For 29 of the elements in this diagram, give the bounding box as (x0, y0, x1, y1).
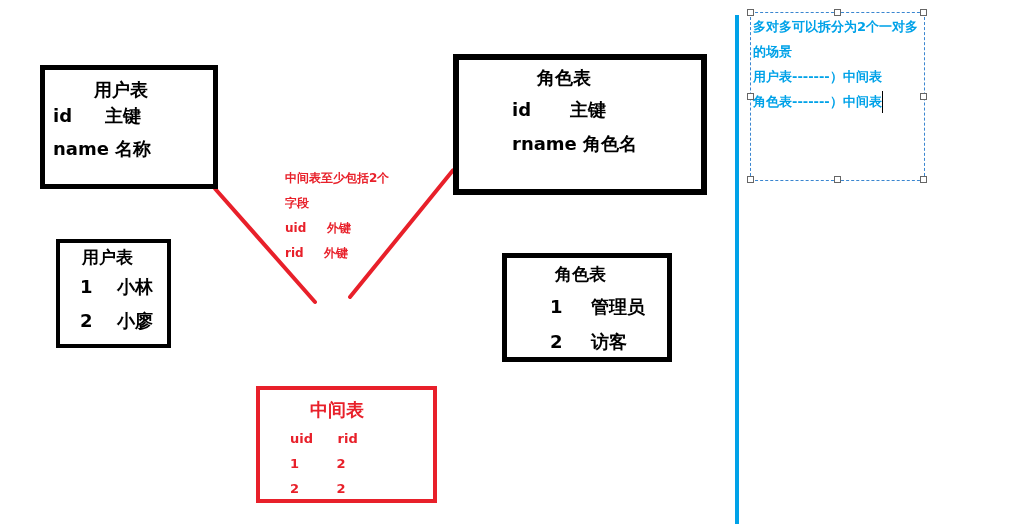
connector-line (213, 187, 317, 304)
table-row: 1 2 (290, 454, 346, 472)
table-title: 角色表 (555, 263, 606, 285)
table-row: 2 小廖 (80, 308, 153, 332)
table-row: id 主键 (512, 97, 607, 121)
table-box (256, 386, 437, 503)
table-row: 1 管理员 (550, 294, 645, 318)
table-title: 角色表 (537, 65, 591, 89)
table-title: 用户表 (94, 77, 148, 101)
table-box (56, 239, 171, 348)
table-row: rname 角色名 (512, 131, 638, 155)
note-text: rid 外键 (285, 244, 348, 262)
table-row: 2 2 (290, 479, 346, 497)
table-row: 1 小林 (80, 274, 153, 298)
table-row: name 名称 (53, 136, 152, 160)
table-box (453, 54, 707, 195)
connector-line (348, 168, 455, 299)
table-header: uid rid (290, 429, 358, 447)
note-text: 角色表-------）中间表 (753, 93, 882, 109)
table-row: 2 访客 (550, 329, 627, 353)
note-text: 多对多可以拆分为2个一对多的场景 (753, 17, 920, 61)
table-title: 中间表 (310, 397, 364, 421)
note-text: uid 外键 (285, 219, 352, 237)
table-row: id 主键 (53, 103, 142, 127)
table-title: 用户表 (82, 246, 133, 268)
note-box (750, 12, 925, 181)
table-box (40, 65, 218, 189)
table-box (502, 253, 672, 362)
note-text: 用户表-------）中间表 (753, 67, 882, 86)
